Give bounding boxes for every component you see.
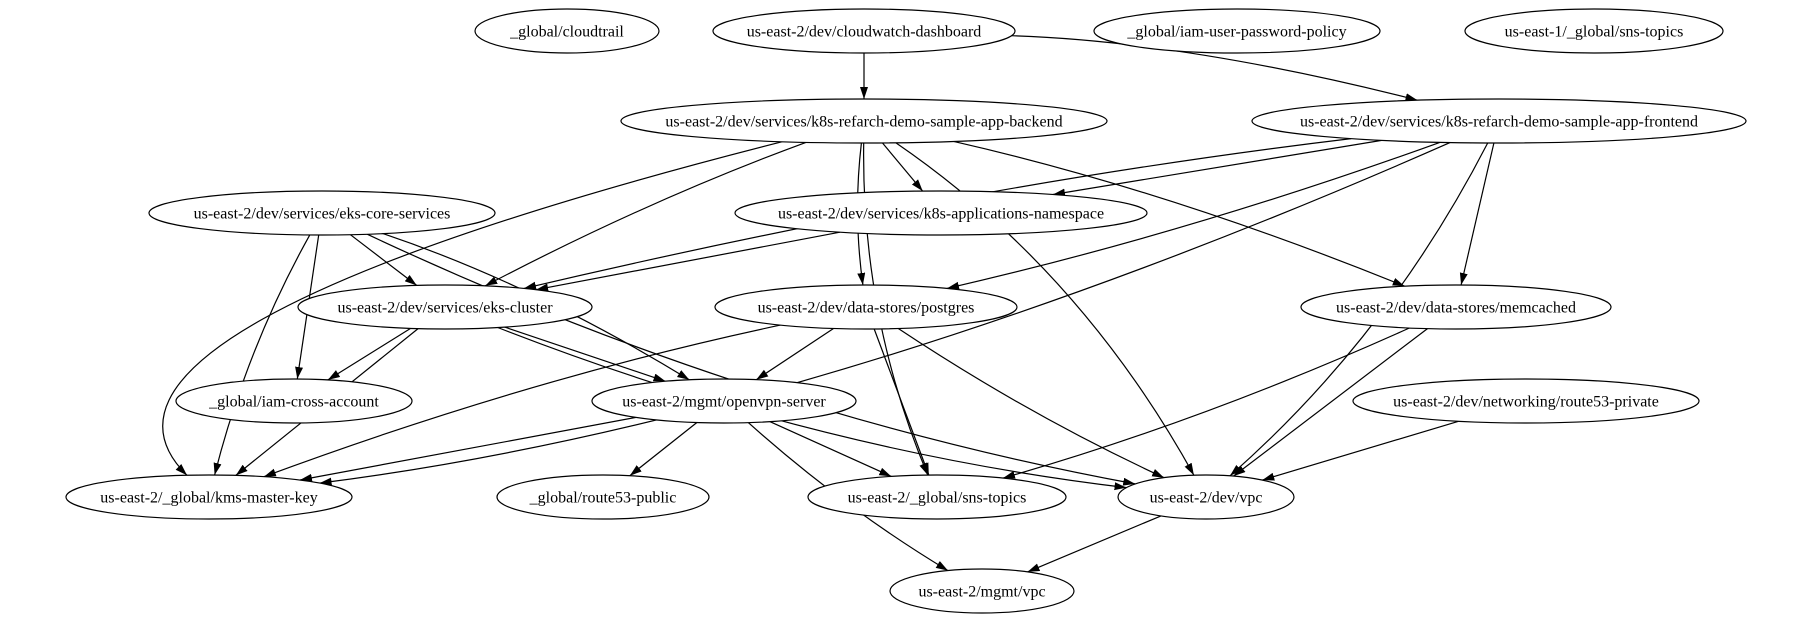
node-label-cloudtrail: _global/cloudtrail	[509, 24, 624, 41]
edge-eks-cluster--iam-cross-account	[327, 327, 411, 381]
node-ellipse-sns-topics-east2	[807, 474, 1067, 520]
node-label-eks-core-services: us-east-2/dev/services/eks-core-services	[194, 206, 451, 223]
node-ellipse-cloudtrail	[474, 8, 660, 54]
edge-cloudwatch-dashboard--k8s-frontend	[1011, 35, 1418, 102]
edge-k8s-backend--memcached	[953, 140, 1405, 287]
edge-postgres--openvpn-server	[755, 327, 834, 381]
node-label-memcached: us-east-2/dev/data-stores/memcached	[1336, 300, 1576, 317]
node-label-route53-public: _global/route53-public	[529, 490, 677, 507]
node-label-mgmt-vpc: us-east-2/mgmt/vpc	[918, 584, 1045, 601]
node-memcached: us-east-2/dev/data-stores/memcached	[1300, 284, 1612, 330]
node-ellipse-postgres	[714, 284, 1018, 330]
edge-k8s-backend--k8s-namespace	[881, 142, 924, 192]
node-ellipse-k8s-namespace	[734, 190, 1148, 236]
nodes-layer: _global/cloudtrail us-east-2/dev/cloudwat…	[65, 8, 1747, 614]
node-dev-vpc: us-east-2/dev/vpc	[1117, 474, 1295, 520]
node-mgmt-vpc: us-east-2/mgmt/vpc	[889, 568, 1075, 614]
node-label-dev-vpc: us-east-2/dev/vpc	[1150, 490, 1263, 507]
node-label-kms-master-key: us-east-2/_global/kms-master-key	[100, 490, 317, 507]
node-ellipse-mgmt-vpc	[889, 568, 1075, 614]
edge-openvpn-server--kms-master-key	[299, 416, 637, 482]
edge-openvpn-server--route53-public	[629, 422, 698, 477]
node-route53-private: us-east-2/dev/networking/route53-private	[1352, 378, 1700, 424]
edge-k8s-namespace--eks-cluster	[535, 231, 841, 292]
node-ellipse-k8s-frontend	[1251, 98, 1747, 144]
node-k8s-backend: us-east-2/dev/services/k8s-refarch-demo-…	[620, 98, 1108, 144]
node-label-k8s-frontend: us-east-2/dev/services/k8s-refarch-demo-…	[1300, 114, 1698, 131]
edge-eks-core-services--kms-master-key	[213, 234, 311, 476]
edge-eks-cluster--openvpn-server	[504, 326, 666, 382]
edge-eks-core-services--eks-cluster	[350, 234, 418, 286]
node-label-sns-topics-east2: us-east-2/_global/sns-topics	[848, 490, 1027, 507]
node-cloudwatch-dashboard: us-east-2/dev/cloudwatch-dashboard	[712, 8, 1016, 54]
node-ellipse-cloudwatch-dashboard	[712, 8, 1016, 54]
node-sns-topics-east1: us-east-1/_global/sns-topics	[1464, 8, 1724, 54]
edge-eks-cluster--dev-vpc	[497, 326, 1127, 491]
node-ellipse-iam-user-password-policy	[1093, 8, 1381, 54]
node-label-iam-user-password-policy: _global/iam-user-password-policy	[1126, 24, 1346, 41]
node-iam-user-password-policy: _global/iam-user-password-policy	[1093, 8, 1381, 54]
node-ellipse-iam-cross-account	[175, 378, 413, 424]
node-ellipse-route53-public	[496, 474, 710, 520]
node-label-iam-cross-account: _global/iam-cross-account	[208, 394, 379, 411]
node-label-postgres: us-east-2/dev/data-stores/postgres	[758, 300, 975, 317]
node-ellipse-k8s-backend	[620, 98, 1108, 144]
node-sns-topics-east2: us-east-2/_global/sns-topics	[807, 474, 1067, 520]
node-ellipse-sns-topics-east1	[1464, 8, 1724, 54]
edge-postgres--dev-vpc	[897, 328, 1165, 479]
node-ellipse-eks-core-services	[148, 190, 496, 236]
node-openvpn-server: us-east-2/mgmt/openvpn-server	[591, 378, 857, 424]
node-ellipse-openvpn-server	[591, 378, 857, 424]
node-ellipse-kms-master-key	[65, 474, 353, 520]
node-cloudtrail: _global/cloudtrail	[474, 8, 660, 54]
node-label-k8s-namespace: us-east-2/dev/services/k8s-applications-…	[778, 206, 1104, 223]
edge-postgres--kms-master-key	[263, 324, 781, 478]
node-k8s-frontend: us-east-2/dev/services/k8s-refarch-demo-…	[1251, 98, 1747, 144]
edge-k8s-frontend--postgres	[946, 141, 1441, 290]
edge-dev-vpc--mgmt-vpc	[1027, 515, 1162, 573]
node-ellipse-dev-vpc	[1117, 474, 1295, 520]
node-ellipse-memcached	[1300, 284, 1612, 330]
edge-memcached--dev-vpc	[1233, 328, 1428, 477]
node-route53-public: _global/route53-public	[496, 474, 710, 520]
node-postgres: us-east-2/dev/data-stores/postgres	[714, 284, 1018, 330]
node-ellipse-route53-private	[1352, 378, 1700, 424]
edge-k8s-frontend--kms-master-key	[319, 142, 1451, 486]
edge-memcached--sns-topics-east2	[1002, 327, 1410, 479]
node-label-k8s-backend: us-east-2/dev/services/k8s-refarch-demo-…	[665, 114, 1062, 131]
node-label-route53-private: us-east-2/dev/networking/route53-private	[1393, 394, 1659, 411]
node-eks-core-services: us-east-2/dev/services/eks-core-services	[148, 190, 496, 236]
node-kms-master-key: us-east-2/_global/kms-master-key	[65, 474, 353, 520]
node-label-eks-cluster: us-east-2/dev/services/eks-cluster	[337, 300, 553, 317]
node-eks-cluster: us-east-2/dev/services/eks-cluster	[297, 284, 593, 330]
edge-k8s-frontend--memcached	[1459, 142, 1495, 286]
node-k8s-namespace: us-east-2/dev/services/k8s-applications-…	[734, 190, 1148, 236]
node-label-cloudwatch-dashboard: us-east-2/dev/cloudwatch-dashboard	[747, 24, 982, 41]
edge-k8s-backend--kms-master-key	[162, 141, 783, 476]
edge-postgres--sns-topics-east2	[873, 328, 930, 476]
node-ellipse-eks-cluster	[297, 284, 593, 330]
edge-k8s-frontend--k8s-namespace	[1052, 139, 1382, 197]
node-label-openvpn-server: us-east-2/mgmt/openvpn-server	[622, 394, 826, 411]
node-iam-cross-account: _global/iam-cross-account	[175, 378, 413, 424]
edge-k8s-backend--eks-cluster	[485, 141, 807, 287]
edge-k8s-backend--dev-vpc	[895, 142, 1195, 476]
edge-route53-private--dev-vpc	[1262, 420, 1459, 481]
node-label-sns-topics-east1: us-east-1/_global/sns-topics	[1505, 24, 1684, 41]
edge-openvpn-server--sns-topics-east2	[769, 421, 892, 477]
